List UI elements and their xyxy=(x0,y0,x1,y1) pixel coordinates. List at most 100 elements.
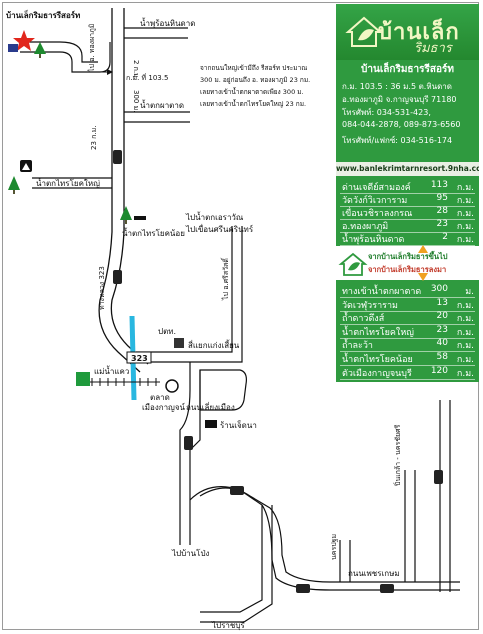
distance-name: ตัวเมืองกาญจนบุรี xyxy=(342,368,412,379)
phone-line-2: 084-044-2878, 089-873-6560 xyxy=(342,120,461,129)
address-line-1: ก.ม. 103.5 : 36 ม.5 ต.หินดาด xyxy=(342,82,452,91)
distance-row: ตัวเมืองกาญจนบุรี 120 ก.ม. xyxy=(342,366,474,380)
label-hwy-323: ทางหลวง 323 xyxy=(98,266,106,310)
distance-value: 40 xyxy=(436,338,448,349)
label-km-2: 2 ก.ม. xyxy=(132,60,140,80)
panel-header: บ้านเล็ก ริมธาร xyxy=(336,4,479,60)
website-url[interactable]: www.banlekrimtarnresort.9nha.com xyxy=(336,162,479,176)
distance-value: 23 xyxy=(436,324,448,335)
note-line: 300 ม. อยู่ก่อนถึง อ. ทองผาภูมิ 23 กม. xyxy=(200,76,311,84)
row-separator xyxy=(340,351,475,353)
distance-unit: ก.ม. xyxy=(456,355,474,365)
distance-unit: ม. xyxy=(465,287,474,297)
row-separator xyxy=(340,337,475,339)
highway-badge: 323 xyxy=(131,354,148,363)
distance-value: 120 xyxy=(430,365,448,376)
row-separator xyxy=(340,310,475,312)
railway-track xyxy=(88,378,160,386)
distance-unit: ก.ม. xyxy=(456,327,474,338)
market-icon xyxy=(165,379,179,393)
pha-tat-road xyxy=(124,111,190,123)
phone-line-1: โทรศัพท์: 034-531-423, xyxy=(342,108,431,117)
directions-note: จากถนนใหญ่เข้ามีถึง รีสอร์ท ประมาณ 300 ม… xyxy=(200,62,330,120)
erawan-road xyxy=(231,226,243,250)
house-leaf-logo-icon xyxy=(345,16,383,47)
label-to-srinagarind: ไปเขื่อนศรีนครินทร์ xyxy=(185,223,254,234)
note-line: จากถนนใหญ่เข้ามีถึง รีสอร์ท ประมาณ xyxy=(200,64,308,72)
si-sawat-road xyxy=(136,250,243,363)
label-sai-yok-noi: น้ำตกไทรโยคน้อย xyxy=(122,227,185,238)
distance-name: ทางเข้าน้ำตกผาตาด xyxy=(342,287,422,297)
label-bypass: ถนนเลี่ยงเมือง xyxy=(186,401,235,412)
label-km-23: 23 ก.ม. xyxy=(90,126,98,150)
row-separator xyxy=(340,232,475,233)
row-separator xyxy=(340,245,475,246)
note-line: เลยทางเข้าน้ำตกไทรโยคใหญ่ 23 กม. xyxy=(200,100,307,108)
from-resort-down: จากบ้านเล็กริมธารลงมา xyxy=(368,265,447,274)
distance-name: น้ำตกไทรโยคใหญ่ xyxy=(342,327,414,338)
label-ptt: ปตท. xyxy=(158,327,176,336)
row-separator xyxy=(340,193,475,194)
small-logo-icon xyxy=(338,252,368,276)
resort-marker-label: บ้านเล็กริมธารรีสอร์ท xyxy=(6,9,80,20)
label-to-ratchaburi: ไปราชบุรี xyxy=(211,621,245,630)
label-nakhon-pathom: นครปฐม xyxy=(330,534,338,560)
label-kanchanaburi: เมืองกาญจน์ xyxy=(142,402,186,412)
row-separator xyxy=(340,378,475,380)
arrow-down-icon xyxy=(418,273,428,281)
distance-unit: ก.ม. xyxy=(456,196,474,206)
row-separator xyxy=(340,206,475,207)
distance-name: เขื่อนวชิราลงกรณ xyxy=(342,209,413,219)
distance-name: ถ้ำดาวดึงส์ xyxy=(342,314,385,325)
label-km-103-5: ก.ม. ที่ 103.5 xyxy=(126,73,168,82)
distance-value: 28 xyxy=(436,206,448,216)
label-to-thong-pha-phum: ไป อ. ทองผาภูมิ xyxy=(87,24,96,73)
distance-value: 13 xyxy=(436,297,448,308)
label-sai-yok-yai: น้ำตกไทรโยคใหญ่ xyxy=(36,177,100,188)
shop-icon xyxy=(205,420,217,428)
from-resort-up: จากบ้านเล็กริมธารขึ้นไป xyxy=(368,252,448,261)
fax-line: โทรศัพท์/แฟกซ์: 034-516-174 xyxy=(342,136,453,145)
distance-unit: ก.ม. xyxy=(456,235,474,245)
row-separator xyxy=(340,219,475,220)
label-m-300: 300 ม. xyxy=(132,90,140,112)
label-phetkasem: ถนนเพชรเกษม xyxy=(348,569,400,578)
label-pha-tat: น้ำตกผาตาด xyxy=(140,99,184,110)
distance-row: น้ำตกไทรโยคใหญ่ 23 ก.ม. xyxy=(342,325,474,339)
label-to-ban-pong: ไปบ้านโป่ง xyxy=(171,548,210,558)
arrow-up-icon xyxy=(418,245,428,253)
distance-row: วัดวังก์วิเวการาม 95 ก.ม. xyxy=(342,193,474,207)
distance-row: เขื่อนวชิราลงกรณ 28 ก.ม. xyxy=(342,206,474,220)
distance-unit: ก.ม. xyxy=(456,183,474,193)
label-to-erawan: ไปน้ำตกเอราวัณ xyxy=(185,211,244,222)
distance-value: 23 xyxy=(436,219,448,229)
distance-row: ทางเข้าน้ำตกผาตาด 300 ม. xyxy=(342,284,474,298)
distance-value: 300 xyxy=(430,284,448,294)
city-bypass-road xyxy=(179,362,247,510)
tree-icon xyxy=(8,42,132,224)
highway-323-road xyxy=(98,8,149,373)
row-separator xyxy=(340,365,475,366)
row-separator xyxy=(340,297,475,298)
label-kaeng-sian: สี่แยกแก่งเสี้ยน xyxy=(188,339,240,350)
resort-name: บ้านเล็กริมธารรีสอร์ท xyxy=(361,64,454,75)
label-market: ตลาด xyxy=(150,393,170,402)
picnic-icon xyxy=(134,216,146,220)
resort-star-icon xyxy=(13,30,35,51)
distance-unit: ก.ม. xyxy=(456,368,474,379)
label-to-si-sawat: ไป อ.ศรีสวัสดิ์ xyxy=(220,257,230,301)
distance-name: น้ำพุร้อนหินดาด xyxy=(342,235,405,245)
label-hin-dat: น้ำพุร้อนหินดาด xyxy=(140,17,195,28)
distance-value: 95 xyxy=(436,193,448,203)
distance-unit: ก.ม. xyxy=(456,209,474,219)
distance-name: วัดวังก์วิเวการาม xyxy=(342,196,408,206)
row-separator xyxy=(340,324,475,326)
highway-badge-box xyxy=(126,351,152,364)
label-khwae-river: แม่น้ำแคว xyxy=(94,365,129,376)
